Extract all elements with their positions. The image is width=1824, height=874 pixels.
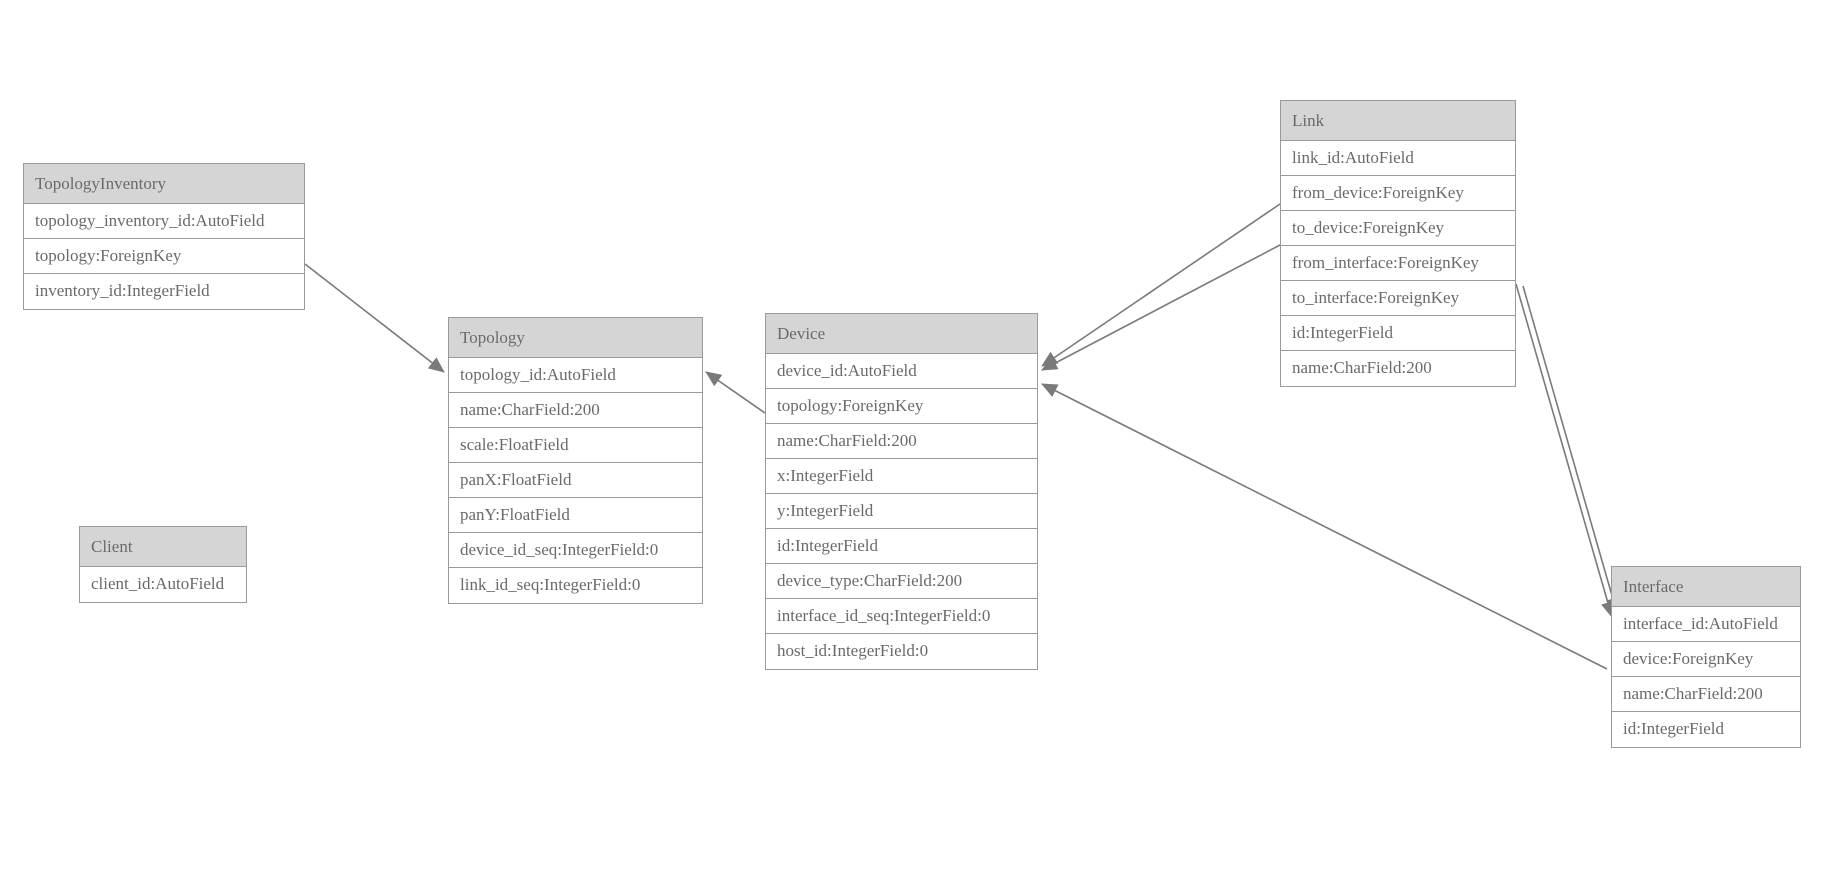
field-link-to-interface: to_interface:ForeignKey <box>1281 281 1515 316</box>
field-link-from-interface: from_interface:ForeignKey <box>1281 246 1515 281</box>
field-topology-inventory-topology: topology:ForeignKey <box>24 239 304 274</box>
field-topology-topology-id: topology_id:AutoField <box>449 358 702 393</box>
entity-title-device: Device <box>766 314 1037 354</box>
entity-title-client: Client <box>80 527 246 567</box>
field-link-link-id: link_id:AutoField <box>1281 141 1515 176</box>
field-interface-id: id:IntegerField <box>1612 712 1800 747</box>
field-topology-inventory-id: topology_inventory_id:AutoField <box>24 204 304 239</box>
field-link-from-device: from_device:ForeignKey <box>1281 176 1515 211</box>
field-topology-device-id-seq: device_id_seq:IntegerField:0 <box>449 533 702 568</box>
field-client-client-id: client_id:AutoField <box>80 567 246 602</box>
field-link-name: name:CharField:200 <box>1281 351 1515 386</box>
field-topology-pany: panY:FloatField <box>449 498 702 533</box>
field-device-device-type: device_type:CharField:200 <box>766 564 1037 599</box>
field-device-x: x:IntegerField <box>766 459 1037 494</box>
field-link-id: id:IntegerField <box>1281 316 1515 351</box>
field-topology-link-id-seq: link_id_seq:IntegerField:0 <box>449 568 702 603</box>
field-topology-panx: panX:FloatField <box>449 463 702 498</box>
entity-title-interface: Interface <box>1612 567 1800 607</box>
field-topology-name: name:CharField:200 <box>449 393 702 428</box>
field-device-topology: topology:ForeignKey <box>766 389 1037 424</box>
entity-title-link: Link <box>1281 101 1515 141</box>
field-interface-device: device:ForeignKey <box>1612 642 1800 677</box>
entity-title-topology: Topology <box>449 318 702 358</box>
field-interface-interface-id: interface_id:AutoField <box>1612 607 1800 642</box>
edge-link-to-interface <box>1522 285 1620 614</box>
entity-link[interactable]: Link link_id:AutoField from_device:Forei… <box>1280 100 1516 387</box>
edge-link-from-interface <box>1515 283 1615 618</box>
edge-interface-device <box>1041 383 1608 670</box>
field-interface-name: name:CharField:200 <box>1612 677 1800 712</box>
entity-topology-inventory[interactable]: TopologyInventory topology_inventory_id:… <box>23 163 305 310</box>
entity-client[interactable]: Client client_id:AutoField <box>79 526 247 603</box>
edge-device-topology <box>705 371 766 414</box>
field-device-y: y:IntegerField <box>766 494 1037 529</box>
field-device-host-id: host_id:IntegerField:0 <box>766 634 1037 669</box>
edge-topologyinventory-topology <box>304 263 445 373</box>
edge-link-from-device <box>1041 203 1281 367</box>
entity-topology[interactable]: Topology topology_id:AutoField name:Char… <box>448 317 703 604</box>
entity-device[interactable]: Device device_id:AutoField topology:Fore… <box>765 313 1038 670</box>
field-topology-inventory-inventory-id: inventory_id:IntegerField <box>24 274 304 309</box>
field-link-to-device: to_device:ForeignKey <box>1281 211 1515 246</box>
field-device-device-id: device_id:AutoField <box>766 354 1037 389</box>
field-device-name: name:CharField:200 <box>766 424 1037 459</box>
field-device-id: id:IntegerField <box>766 529 1037 564</box>
edge-link-to-device <box>1041 244 1281 371</box>
entity-interface[interactable]: Interface interface_id:AutoField device:… <box>1611 566 1801 748</box>
field-topology-scale: scale:FloatField <box>449 428 702 463</box>
field-device-interface-id-seq: interface_id_seq:IntegerField:0 <box>766 599 1037 634</box>
entity-title-topology-inventory: TopologyInventory <box>24 164 304 204</box>
